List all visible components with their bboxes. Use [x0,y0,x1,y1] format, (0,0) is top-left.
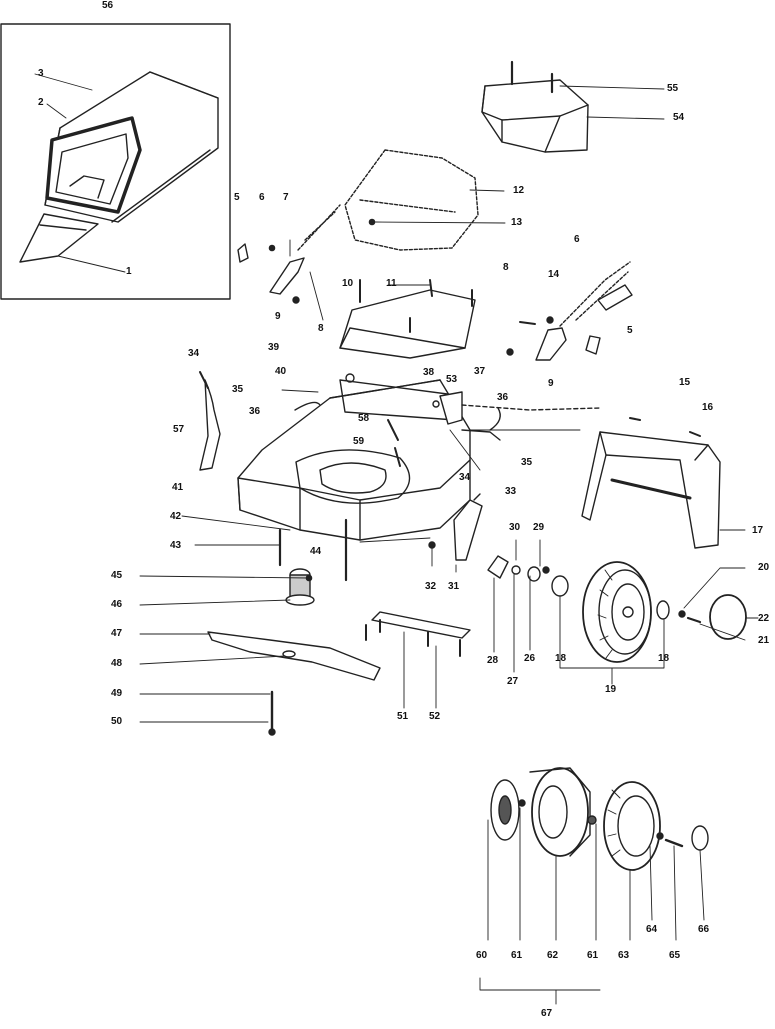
callout-41: 41 [172,482,184,493]
callout-61-left: 61 [511,950,523,961]
callout-46: 46 [111,599,123,610]
callout-28: 28 [487,655,499,666]
callout-63: 63 [618,950,630,961]
callout-9-right: 9 [548,378,554,389]
callout-20: 20 [758,562,770,573]
callout-45: 45 [111,570,123,581]
grass-catcher [44,71,219,223]
callout-26: 26 [524,653,536,664]
callout-61-right: 61 [587,950,599,961]
callout-64: 64 [646,924,658,935]
rear-deflector [199,371,221,471]
callout-5-left: 5 [234,192,240,203]
callout-49: 49 [111,688,123,699]
callout-29: 29 [533,522,545,533]
callout-53: 53 [446,374,458,385]
mulch-plate [365,611,471,709]
callout-36-left: 36 [249,406,261,417]
height-adjust-left [237,204,341,321]
callout-6-right: 6 [574,234,580,245]
callout-37: 37 [474,366,486,377]
callout-40: 40 [275,366,287,377]
callout-54: 54 [673,112,685,123]
callout-16: 16 [702,402,714,413]
blade-adaptor [139,568,315,606]
callout-35-right: 35 [521,457,533,468]
cutting-blade [139,631,381,681]
drive-gear [428,539,550,673]
callout-60: 60 [476,950,488,961]
callout-36-right: 36 [497,392,509,403]
inset-frame [0,23,231,300]
callout-66: 66 [698,924,710,935]
callout-32: 32 [425,581,437,592]
top-cover [481,60,665,153]
callout-8-left: 8 [318,323,324,334]
callout-27: 27 [507,676,519,687]
callout-15: 15 [679,377,691,388]
callout-56: 56 [102,0,114,11]
callout-51: 51 [397,711,409,722]
callout-42: 42 [170,511,182,522]
callout-47: 47 [111,628,123,639]
deck-cover [339,279,476,359]
callout-10: 10 [342,278,354,289]
callout-39: 39 [268,342,280,353]
callout-14: 14 [548,269,560,280]
callout-50: 50 [111,716,123,727]
rear-wheel [551,561,670,663]
callout-21: 21 [758,635,770,646]
callout-18-right: 18 [658,653,670,664]
callout-43: 43 [170,540,182,551]
callout-57: 57 [173,424,185,435]
callout-58: 58 [358,413,370,424]
callout-38: 38 [423,367,435,378]
callout-22: 22 [758,613,770,624]
callout-44: 44 [310,546,322,557]
engine-outline [344,149,479,251]
callout-12: 12 [513,185,525,196]
callout-6-left: 6 [259,192,265,203]
wheel-kit [479,767,709,1005]
callout-8-right: 8 [503,262,509,273]
callout-31: 31 [448,581,460,592]
height-adjust-right [506,261,633,361]
callout-18-left: 18 [555,653,567,664]
callout-3: 3 [38,68,44,79]
rear-flap-frame [581,417,746,549]
callout-59: 59 [353,436,365,447]
mower-deck [237,373,601,543]
callout-67: 67 [541,1008,553,1019]
callout-13: 13 [511,217,523,228]
callout-30: 30 [509,522,521,533]
callout-34-right: 34 [459,472,471,483]
callout-35-left: 35 [232,384,244,395]
callout-17: 17 [752,525,764,536]
callout-48: 48 [111,658,123,669]
callout-55: 55 [667,83,679,94]
callout-65: 65 [669,950,681,961]
callout-11: 11 [386,278,397,289]
callout-62: 62 [547,950,559,961]
callout-7: 7 [283,192,289,203]
callout-19: 19 [605,684,617,695]
callout-9-left: 9 [275,311,281,322]
callout-5-right: 5 [627,325,633,336]
callout-33: 33 [505,486,517,497]
callout-1: 1 [126,266,132,277]
callout-52: 52 [429,711,441,722]
callout-2: 2 [38,97,44,108]
catcher-flap [19,213,99,263]
callout-34-left: 34 [188,348,200,359]
